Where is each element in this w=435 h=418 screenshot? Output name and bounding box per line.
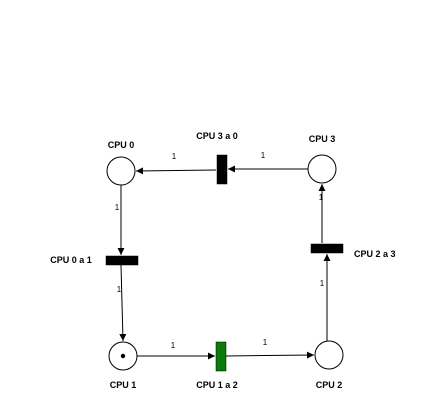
arc-weight-label: 1 [115, 203, 120, 212]
transition-t30[interactable] [216, 154, 228, 185]
arc-weight-label: 1 [263, 338, 268, 347]
transition-label-t23: CPU 2 a 3 [354, 249, 396, 259]
transition-t23[interactable] [310, 243, 344, 254]
arc-t30-to-cpu0[interactable] [135, 167, 217, 175]
nodes-layer [105, 154, 344, 372]
token-dot [120, 353, 126, 359]
place-cpu2[interactable] [314, 340, 344, 370]
place-label-cpu3: CPU 3 [309, 134, 336, 144]
place-cpu0[interactable] [106, 156, 136, 186]
arc-weight-label: 1 [117, 285, 122, 294]
arc-weight-label: 1 [319, 193, 324, 202]
arc-weight-label: 1 [261, 151, 266, 160]
arc-t12-to-cpu2[interactable] [225, 351, 315, 359]
transition-label-t30: CPU 3 a 0 [196, 131, 238, 141]
place-label-cpu0: CPU 0 [108, 140, 135, 150]
arcs-layer [117, 165, 331, 360]
arc-weight-label: 1 [171, 341, 176, 350]
transition-label-t01: CPU 0 a 1 [50, 255, 92, 265]
place-label-cpu2: CPU 2 [316, 380, 343, 390]
place-label-cpu1: CPU 1 [110, 380, 137, 390]
arc-t01-to-cpu1[interactable] [119, 264, 127, 342]
arc-weight-label: 1 [320, 279, 325, 288]
transition-t01[interactable] [105, 255, 139, 266]
place-cpu3[interactable] [307, 154, 337, 184]
transition-t12[interactable] [215, 341, 227, 372]
arc-weight-label: 1 [172, 152, 177, 161]
labels-layer: 1 1 1 1 1 1 1 1 CPU 0 CPU 1 CPU 2 CPU 3 CPU 0 a 1 CPU… [50, 131, 395, 390]
transition-label-t12: CPU 1 a 2 [196, 380, 238, 390]
